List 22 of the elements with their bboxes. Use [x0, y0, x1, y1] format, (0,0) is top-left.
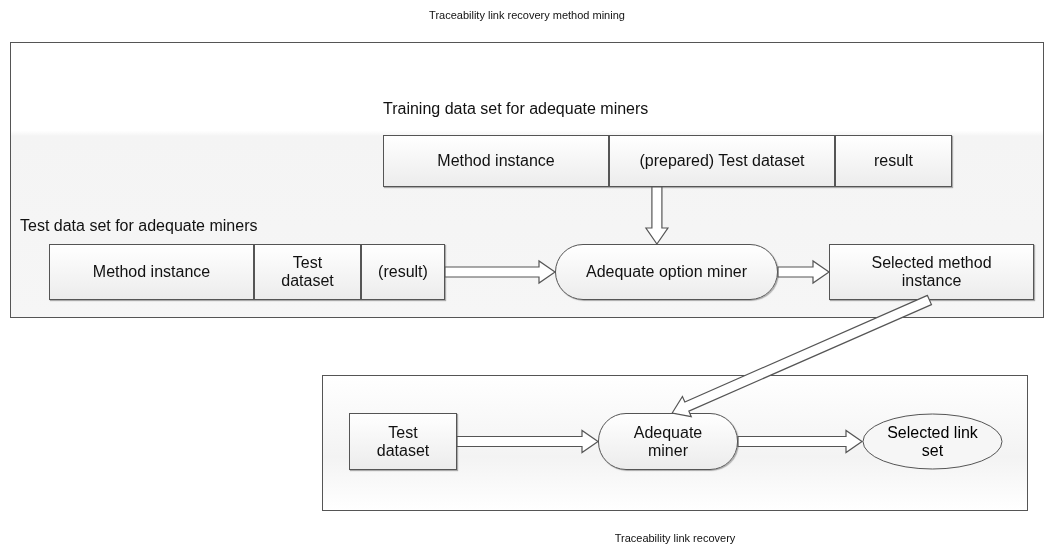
panel-heading: Traceability link recovery method mining: [428, 9, 626, 21]
table-cell: Method instance: [383, 135, 609, 187]
process-box: Adequate miner: [598, 413, 738, 470]
ellipse-node: [862, 413, 1003, 470]
node-label: Selected link set: [886, 423, 979, 460]
table-cell: result: [835, 135, 952, 187]
table-cell: Selected method instance: [829, 244, 1034, 300]
table-heading: Test data set for adequate miners: [20, 217, 258, 235]
block-arrow: [671, 294, 933, 418]
table-cell: Test dataset: [254, 244, 361, 300]
block-arrow: [456, 429, 600, 454]
block-arrow: [644, 186, 670, 246]
table-cell: Test dataset: [349, 413, 457, 470]
table-cell: (prepared) Test dataset: [609, 135, 835, 187]
table-cell: (result): [361, 244, 445, 300]
block-arrow: [737, 429, 864, 454]
process-box: Adequate option miner: [555, 244, 778, 300]
block-arrow: [444, 259, 557, 285]
panel-caption: Traceability link recovery: [613, 532, 737, 544]
table-cell: Method instance: [49, 244, 254, 300]
table-heading: Training data set for adequate miners: [383, 100, 649, 118]
block-arrow: [777, 259, 831, 285]
